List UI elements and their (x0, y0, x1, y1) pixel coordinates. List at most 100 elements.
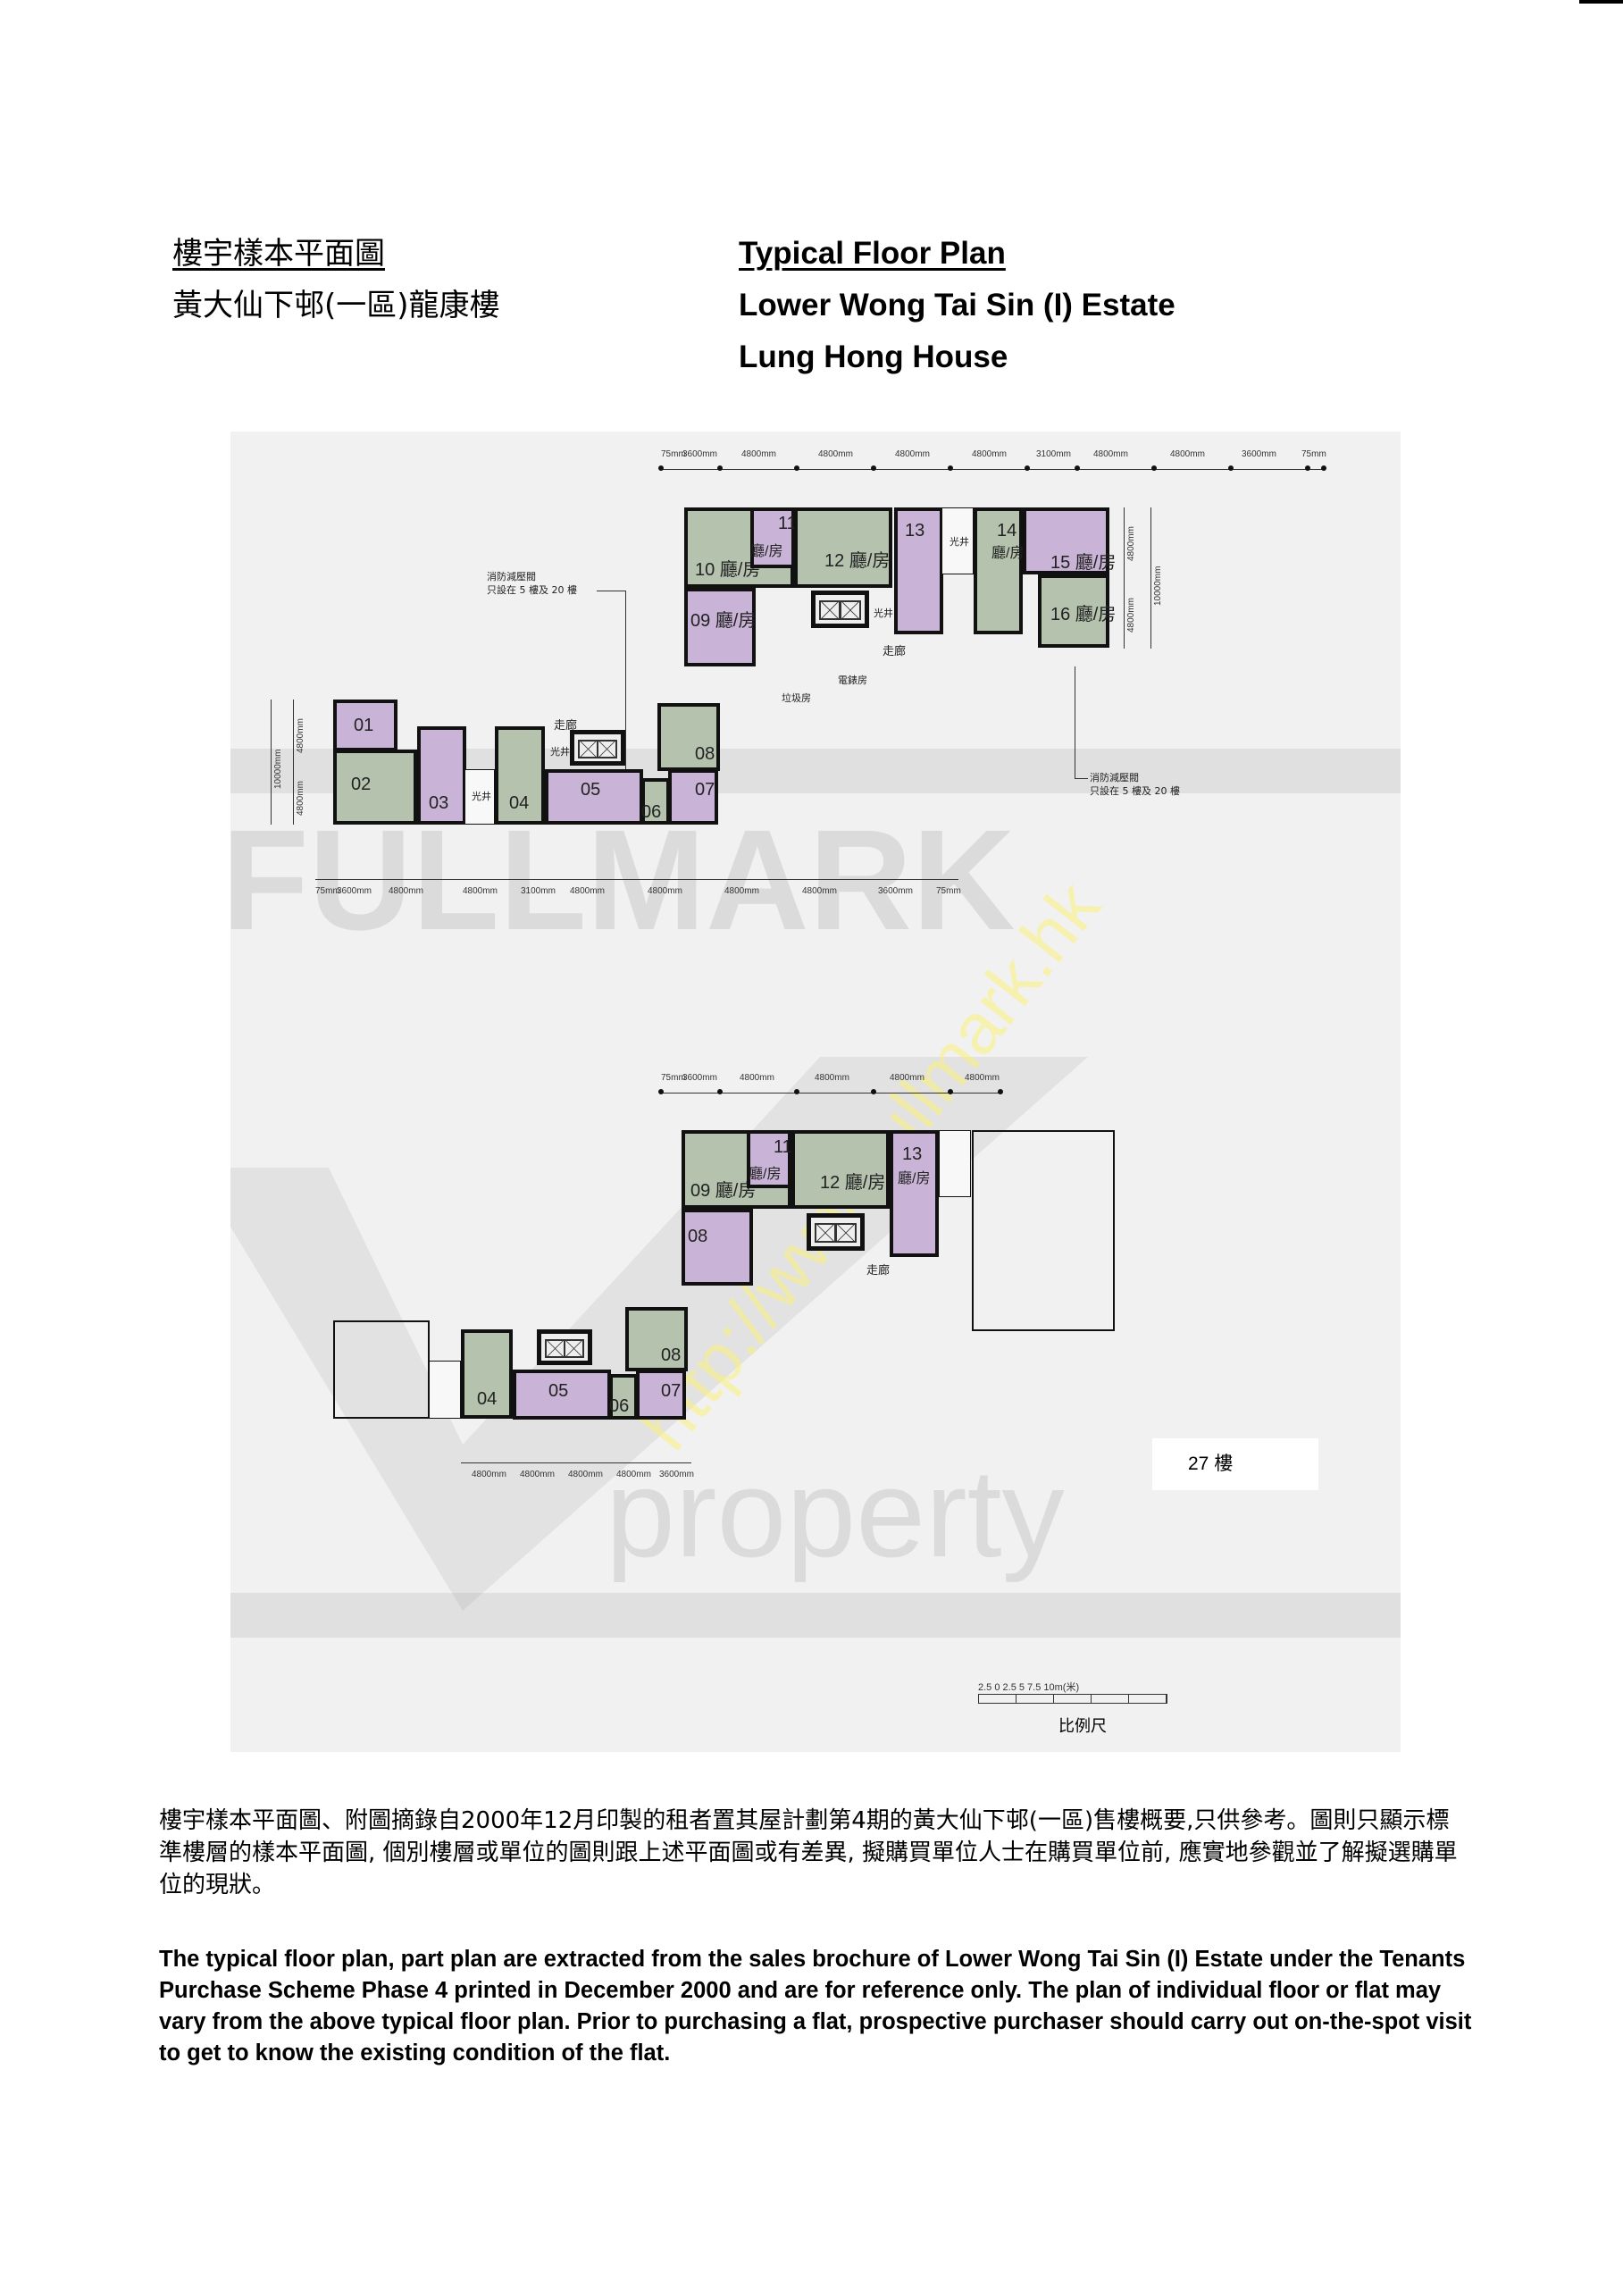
unit-label: 11 (774, 1137, 792, 1157)
typical-floor-plan: 75mm 3600mm 4800mm 4800mm 4800mm 4800mm … (230, 432, 1401, 932)
en-house: Lung Hong House (739, 339, 1008, 374)
unit-label: 廳/房 (750, 544, 783, 559)
lift-pair (537, 1329, 592, 1365)
disclaimer-zh: 樓宇樣本平面圖、附圖摘錄自2000年12月印製的租者置其屋計劃第4期的黃大仙下邨… (159, 1807, 1458, 1898)
en-title: Typical Floor Plan (739, 236, 1006, 271)
bottom-dimension-row: 75mm 3600mm 4800mm 4800mm 3100mm 4800mm … (315, 874, 961, 901)
floor-plan-panel: FULLMARK property http://www.fullmark.hk… (230, 432, 1401, 1752)
lift-pair (570, 730, 625, 766)
unit-label: 10 廳/房 (695, 560, 761, 580)
leader-line (625, 591, 626, 783)
unit-14 (974, 507, 1023, 634)
side-dimension: 10000mm (271, 700, 284, 825)
unit-label: 08 (688, 1227, 708, 1246)
unit-11 (747, 1130, 791, 1188)
unit-label: 11 (778, 514, 797, 533)
unit-08 (625, 1307, 688, 1371)
watermark-sub: property (606, 1443, 1065, 1583)
unit-02 (333, 750, 417, 825)
lightwell (941, 507, 974, 574)
unit-label: 07 (661, 1381, 682, 1401)
unit-label: 07 (695, 780, 715, 800)
unit-16 (1038, 574, 1109, 648)
room-label: 電錶房 (838, 675, 867, 686)
unit-09 (684, 588, 756, 666)
valve-note-right: 消防減壓閥只設在 5 樓及 20 樓 (1090, 772, 1180, 797)
scale-ticks: 2.5 0 2.5 5 7.5 10m(米) (978, 1682, 1080, 1693)
unit-12 (791, 1130, 890, 1209)
unit-label: 13 (905, 521, 925, 540)
unit-label: 03 (429, 793, 449, 813)
room-label: 光井 (874, 608, 893, 619)
unit-label: 06 (609, 1396, 630, 1416)
unit-label: 08 (661, 1345, 682, 1365)
side-dimension: 10000mm (1150, 507, 1164, 649)
unit-label: 04 (477, 1389, 498, 1409)
page-edge-mark (1579, 0, 1623, 4)
side-dimension: 4800mm 4800mm (1124, 507, 1137, 649)
lift-pair (811, 591, 869, 628)
lightwell (939, 1130, 971, 1197)
unit-05 (513, 1370, 611, 1420)
unit-label: 廳/房 (898, 1171, 931, 1186)
unit-13 (894, 507, 943, 634)
unit-05 (545, 769, 643, 825)
unit-12 (794, 507, 892, 588)
void-area (972, 1130, 1115, 1331)
unit-label: 12 廳/房 (824, 551, 891, 571)
unit-11 (750, 507, 795, 568)
top-dimension-row: 75mm 3600mm 4800mm 4800mm 4800mm 4800mm … (658, 449, 1326, 476)
unit-09 (682, 1209, 753, 1286)
unit-label: 廳/房 (749, 1167, 782, 1182)
unit-03 (417, 726, 466, 825)
room-label: 光井 (550, 746, 570, 758)
room-label: 光井 (472, 791, 491, 802)
leader-line (1075, 778, 1088, 779)
scale-ruler (978, 1694, 1167, 1704)
void-area (333, 1320, 430, 1419)
unit-13 (890, 1130, 939, 1257)
unit-07 (636, 1370, 686, 1420)
floor-label-box: 27 樓 (1152, 1438, 1318, 1490)
lightwell (429, 1361, 461, 1419)
lightwell (464, 769, 495, 825)
unit-04 (461, 1329, 513, 1419)
top-dimension-row: 75mm 3600mm 4800mm 4800mm 4800mm 4800mm (658, 1073, 1003, 1100)
unit-label: 13 (902, 1144, 923, 1164)
floor-27-plan: 75mm 3600mm 4800mm 4800mm 4800mm 4800mm … (230, 1057, 1401, 1557)
scale-caption: 比例尺 (1058, 1717, 1107, 1736)
en-estate: Lower Wong Tai Sin (I) Estate (739, 288, 1175, 323)
unit-label: 08 (695, 744, 715, 764)
corridor-label: 走廊 (883, 645, 907, 658)
disclaimer-en: The typical floor plan, part plan are ex… (159, 1947, 1472, 2066)
zh-title: 樓宇樣本平面圖 (172, 236, 385, 272)
unit-07 (668, 769, 718, 825)
lift-pair (807, 1213, 865, 1251)
side-dimension: 4800mm 4800mm (293, 700, 306, 825)
watermark-band (230, 1593, 1401, 1638)
unit-label: 廳/房 (991, 546, 1025, 561)
unit-label: 09 廳/房 (690, 1181, 757, 1201)
unit-15 (1023, 507, 1109, 574)
room-label: 光井 (950, 536, 969, 548)
unit-label: 16 廳/房 (1050, 605, 1117, 624)
unit-label: 06 (641, 802, 662, 822)
corridor-label: 走廊 (866, 1264, 891, 1278)
unit-label: 01 (354, 716, 374, 735)
unit-label: 05 (548, 1381, 569, 1401)
unit-label: 04 (509, 793, 530, 813)
unit-08 (657, 703, 720, 771)
unit-label: 09 廳/房 (690, 611, 757, 631)
corridor-label: 走廊 (554, 719, 578, 733)
unit-label: 12 廳/房 (820, 1173, 886, 1193)
room-label: 垃圾房 (782, 692, 811, 704)
unit-label: 15 廳/房 (1050, 553, 1117, 573)
zh-subtitle: 黃大仙下邨(一區)龍康樓 (172, 288, 500, 323)
valve-note-left: 消防減壓閥只設在 5 樓及 20 樓 (487, 571, 577, 596)
unit-label: 02 (351, 775, 372, 794)
bottom-dimension-row: 4800mm 4800mm 4800mm 4800mm 3600mm (461, 1457, 694, 1484)
unit-label: 14 (997, 521, 1017, 540)
unit-04 (495, 726, 545, 825)
unit-label: 05 (581, 780, 601, 800)
scale-bar: 2.5 0 2.5 5 7.5 10m(米) 比例尺 (978, 1680, 1201, 1751)
